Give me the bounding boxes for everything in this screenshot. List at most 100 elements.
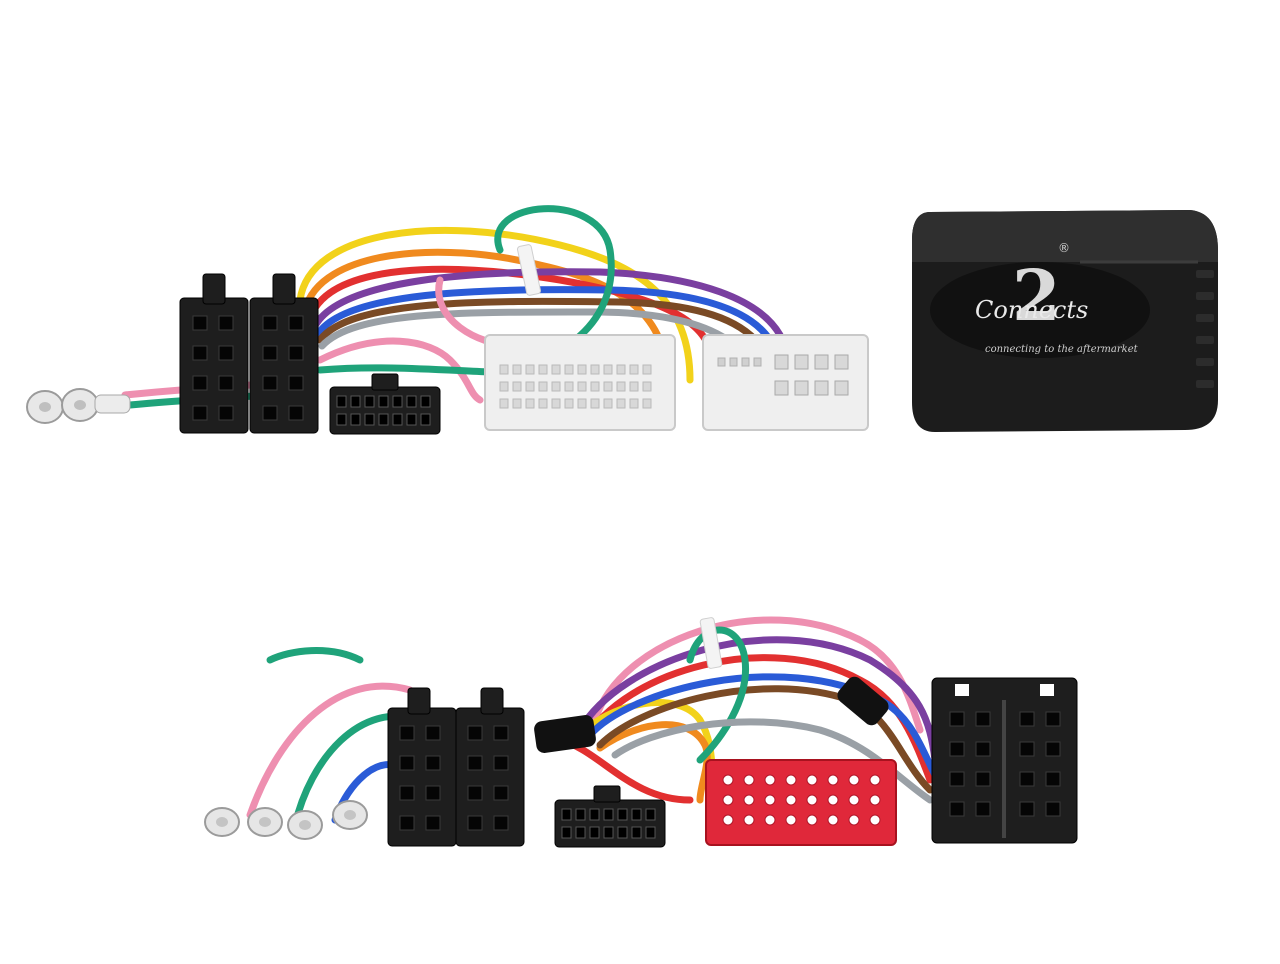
- vehicle-plug-pin: [741, 357, 750, 367]
- iso-pin: [1019, 711, 1035, 727]
- vehicle-plug-pin: [525, 364, 535, 375]
- iso-pins-top: [192, 315, 304, 421]
- vehicle-plug-pin: [814, 380, 829, 396]
- radio-plug-pin: [617, 808, 628, 821]
- heat-shrink-left: [534, 715, 596, 753]
- iso-pin: [262, 375, 278, 391]
- vehicle-plug-red-pin: [848, 794, 860, 806]
- iso-pin: [975, 801, 991, 817]
- iso-pin: [949, 741, 965, 757]
- module-rib: [1196, 380, 1214, 388]
- vehicle-plug-red-pin: [785, 814, 797, 826]
- iso-pin: [218, 315, 234, 331]
- radio-plug-pin: [378, 395, 389, 408]
- wire-pink: [246, 682, 414, 819]
- vehicle-plug-red-pin: [848, 774, 860, 786]
- module-rib: [1196, 336, 1214, 344]
- vehicle-plug-pin: [525, 381, 535, 392]
- vehicle-plug-red-pin: [722, 794, 734, 806]
- iso-pin: [288, 315, 304, 331]
- module-top-face: [912, 210, 1218, 262]
- radio-plug-pin: [420, 395, 431, 408]
- vehicle-plug-red-pin: [827, 774, 839, 786]
- radio-plug-pin: [645, 826, 656, 839]
- iso-pin: [262, 345, 278, 361]
- iso-pin: [467, 755, 483, 771]
- vehicle-plug-red-pin: [764, 794, 776, 806]
- vehicle-plug-red-pin: [806, 814, 818, 826]
- vehicle-plug-pin: [717, 357, 726, 367]
- vehicle-plug-pin: [499, 398, 509, 409]
- iso-pin: [1045, 741, 1061, 757]
- vehicle-plug-red-pin: [743, 774, 755, 786]
- iso-pin: [425, 785, 441, 801]
- vehicle-plug-pin: [499, 381, 509, 392]
- vehicle-plug-pin: [794, 380, 809, 396]
- vehicle-plug-pin: [590, 381, 600, 392]
- iso-connector-bottom-right: [455, 687, 525, 847]
- vehicle-plug-red-pin: [743, 814, 755, 826]
- wire-brown: [316, 297, 764, 349]
- vehicle-plug-pin: [551, 364, 561, 375]
- vehicle-plug-pin: [564, 364, 574, 375]
- vehicle-plug-pin: [774, 354, 789, 370]
- radio-plug-pin: [561, 826, 572, 839]
- vehicle-plug-pin: [629, 398, 639, 409]
- vehicle-plug-pin: [814, 354, 829, 370]
- vehicle-plug-red-pin: [848, 814, 860, 826]
- iso-pin: [218, 375, 234, 391]
- iso-pin: [262, 405, 278, 421]
- vehicle-plug-red-pin: [869, 814, 881, 826]
- iso-pin: [425, 755, 441, 771]
- vehicle-plug-pin: [616, 381, 626, 392]
- iso-pin: [192, 375, 208, 391]
- vehicle-plug-red-pin: [806, 794, 818, 806]
- vehicle-plug-pin: [538, 364, 548, 375]
- radio-plug-pin: [336, 395, 347, 408]
- ring-terminal-hole: [344, 810, 356, 820]
- vehicle-plug-pin: [551, 398, 561, 409]
- iso-pin: [218, 405, 234, 421]
- radio-plug-pin: [589, 808, 600, 821]
- iso-pins-bottom: [399, 725, 509, 831]
- vehicle-plug-red-pin: [764, 774, 776, 786]
- vehicle-plug-pin: [629, 381, 639, 392]
- radio-plug-pin: [392, 395, 403, 408]
- iso-pin: [192, 315, 208, 331]
- vehicle-plug-pin: [577, 364, 587, 375]
- wire-grey: [318, 308, 744, 354]
- vehicle-plug-pin: [590, 398, 600, 409]
- iso-pin: [975, 711, 991, 727]
- vehicle-plug-pin: [512, 381, 522, 392]
- iso-pin: [399, 815, 415, 831]
- vehicle-plug-pin: [616, 364, 626, 375]
- iso-pin: [399, 755, 415, 771]
- module-rib: [1196, 292, 1214, 300]
- vehicle-plug-red-pin: [806, 774, 818, 786]
- vehicle-plug-red: [705, 759, 897, 846]
- ring-terminals-top: [26, 388, 131, 424]
- vehicle-plug-pin: [603, 364, 613, 375]
- radio-plug-pin: [645, 808, 656, 821]
- interface-module: 2 Connects ® connecting to the aftermark…: [912, 210, 1218, 432]
- ring-terminal-hole: [259, 817, 271, 827]
- iso-pin: [288, 375, 304, 391]
- vehicle-plug-pin: [629, 364, 639, 375]
- iso-pin: [467, 785, 483, 801]
- vehicle-plug-red-pins: [722, 774, 881, 826]
- vehicle-plug-pin: [590, 364, 600, 375]
- ring-terminal-hole: [216, 817, 228, 827]
- radio-plug-pin: [406, 413, 417, 426]
- wire-blue: [314, 286, 774, 344]
- vehicle-plug-pin: [834, 380, 849, 396]
- vehicle-plug-pin: [564, 398, 574, 409]
- wire-purple: [311, 268, 784, 339]
- module-rib: [1196, 358, 1214, 366]
- cable-tie: [517, 244, 541, 296]
- module-rib: [1196, 270, 1214, 278]
- vehicle-plug-pin: [525, 398, 535, 409]
- radio-plug-pins-bottom: [561, 808, 656, 839]
- radio-plug-pin: [336, 413, 347, 426]
